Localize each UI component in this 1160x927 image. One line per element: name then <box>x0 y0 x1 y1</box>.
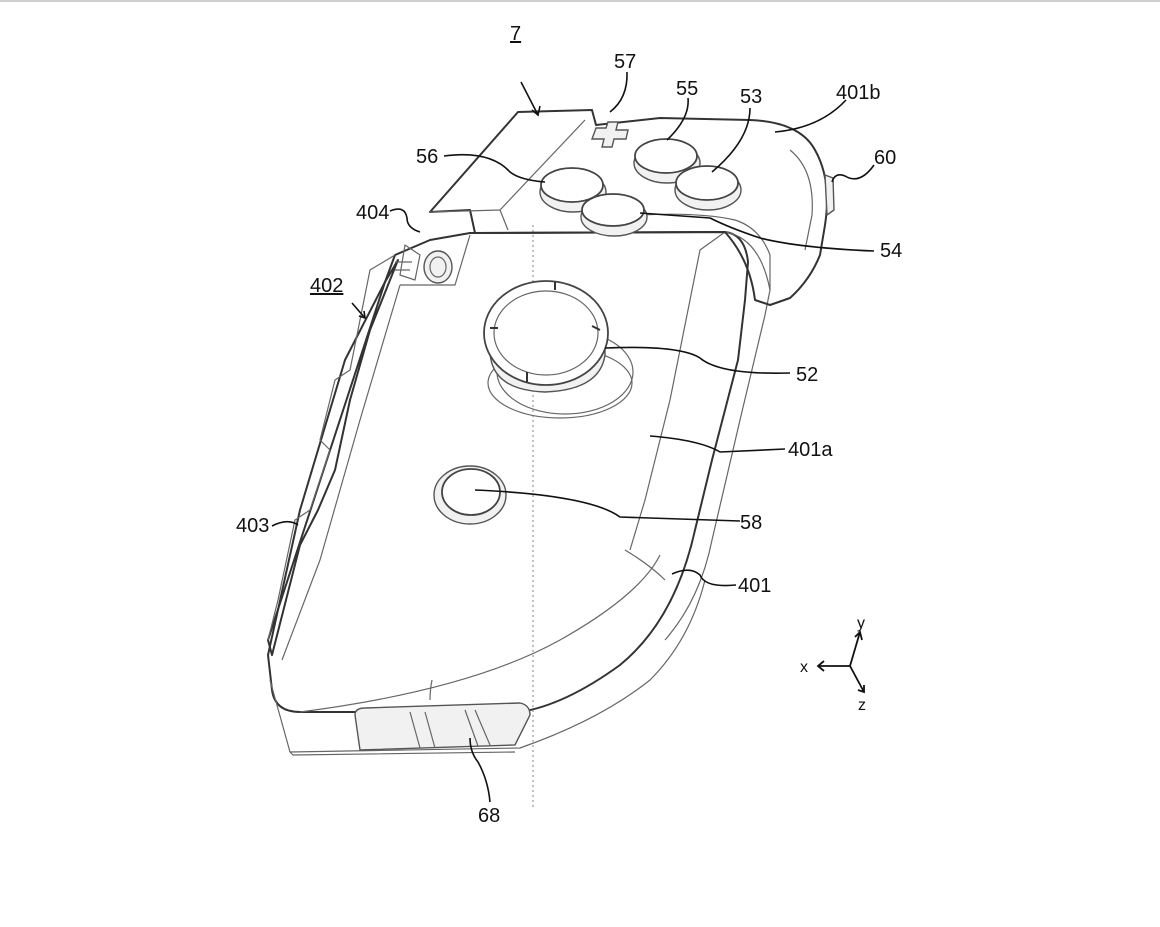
label-60: 60 <box>874 147 896 169</box>
label-57: 57 <box>614 51 636 73</box>
face-buttons <box>433 121 742 525</box>
leader-404 <box>389 208 421 233</box>
reference-labels: 7 57 55 53 401b 60 56 404 54 402 52 401a… <box>236 23 902 827</box>
housing-outline <box>267 231 749 713</box>
right-bevel-2 <box>629 231 726 551</box>
arrowhead-7 <box>531 105 541 117</box>
rail-groove <box>267 254 396 641</box>
leader-53 <box>711 107 751 173</box>
label-68: 68 <box>478 805 500 827</box>
label-401b: 401b <box>836 82 881 104</box>
label-54: 54 <box>880 240 902 262</box>
right-bevel-1 <box>664 231 771 641</box>
top-block-front <box>429 119 586 231</box>
corner-curve-2 <box>429 549 666 701</box>
arrowhead-402 <box>358 310 366 320</box>
axis-y-arrow <box>854 630 863 641</box>
top-block <box>429 109 828 306</box>
label-401: 401 <box>738 575 771 597</box>
bottom-edge <box>289 751 516 756</box>
leader-56 <box>443 153 546 183</box>
leader-57 <box>609 71 628 113</box>
axis-indicator: y x z <box>800 615 866 714</box>
label-58: 58 <box>740 512 762 534</box>
leader-401b <box>774 99 847 133</box>
leader-403 <box>271 520 299 527</box>
leader-52 <box>604 346 791 375</box>
axis-x-arrow <box>816 660 825 672</box>
leader-401a <box>649 435 786 453</box>
top-block-right <box>789 149 813 251</box>
controller-body <box>267 109 835 756</box>
button-53 <box>674 165 742 211</box>
leader-401 <box>671 569 737 587</box>
top-block-curve <box>639 213 771 290</box>
axis-z-line <box>849 665 865 693</box>
axis-y-label: y <box>857 615 865 632</box>
rail-side <box>267 259 399 656</box>
axis-y-line <box>849 631 861 667</box>
leader-lines <box>271 71 875 803</box>
axis-z-label: z <box>858 697 866 714</box>
leader-54 <box>639 212 875 252</box>
bottom-part-68 <box>354 702 531 751</box>
leader-68 <box>469 737 491 803</box>
leader-60 <box>831 164 875 183</box>
label-402: 402 <box>310 275 343 297</box>
plus-button-57 <box>591 121 629 148</box>
leader-7 <box>520 81 539 116</box>
leader-55 <box>666 97 689 141</box>
label-53: 53 <box>740 86 762 108</box>
label-52: 52 <box>796 364 818 386</box>
button-58 <box>433 465 507 525</box>
label-403: 403 <box>236 515 269 537</box>
face-panel <box>281 234 471 661</box>
corner-curve-1 <box>299 554 661 713</box>
rail-lock <box>395 244 453 284</box>
side-button-60 <box>824 173 835 217</box>
label-401a: 401a <box>788 439 833 461</box>
label-404: 404 <box>356 202 389 224</box>
axis-x-label: x <box>800 659 808 676</box>
label-55: 55 <box>676 78 698 100</box>
leader-58 <box>474 489 741 522</box>
leader-402 <box>351 302 366 319</box>
analog-stick-52 <box>483 280 634 419</box>
label-device: 7 <box>510 23 521 45</box>
bottom-bevel <box>269 579 706 753</box>
label-56: 56 <box>416 146 438 168</box>
button-54 <box>580 193 648 237</box>
axis-z-arrow <box>857 685 865 694</box>
